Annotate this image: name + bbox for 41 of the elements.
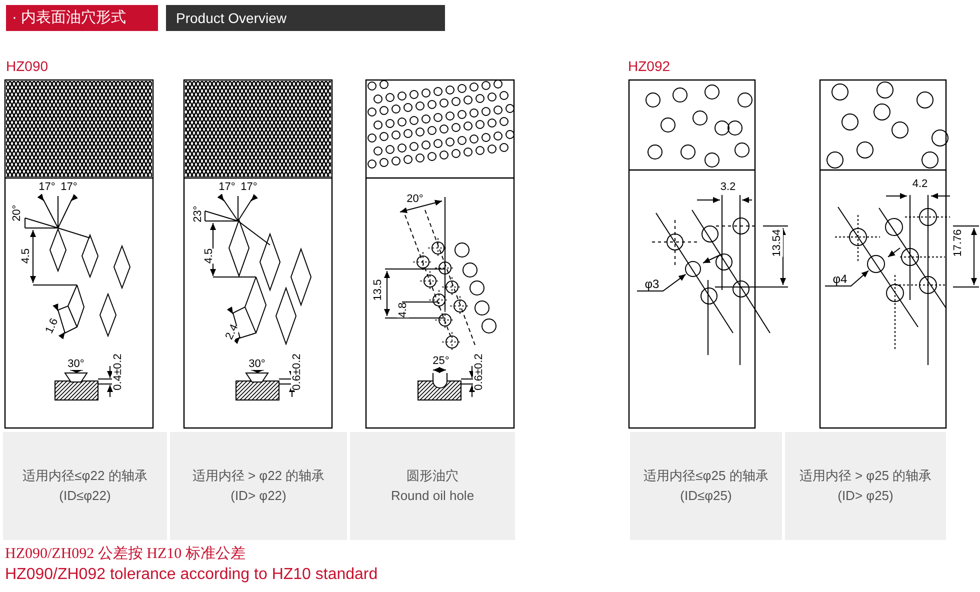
cell-text: 适用内径 > φ22 的轴承 (192, 467, 325, 485)
dimension-label: 0.6±0.2 (291, 354, 303, 390)
cell-text: (ID≤φ25) (680, 487, 732, 505)
cell-text: 适用内径≤φ22 的轴承 (22, 467, 148, 485)
dimension-label: 13.54 (771, 229, 783, 257)
dimension-label: 4.5 (203, 248, 215, 264)
dimension-label: 30° (248, 358, 266, 370)
cell-text: (ID> φ22) (230, 487, 286, 505)
diameter-label: φ3 (644, 278, 660, 290)
diameter-label: φ4 (832, 273, 848, 285)
dimension-label: 17° (38, 181, 56, 193)
dimension-label: 17.76 (952, 229, 964, 257)
dimension-label: 0.6±0.2 (473, 354, 485, 390)
dimension-label: 4.2 (912, 178, 928, 190)
cell-text: 适用内径 > φ25 的轴承 (799, 467, 932, 485)
dimension-label: 20° (11, 204, 23, 222)
section-tab: · 内表面油穴形式 (6, 5, 158, 31)
cell-text: 适用内径≤φ25 的轴承 (644, 467, 768, 485)
note-text: HZ090/ZH092 公差按 HZ10 标准公差 (5, 545, 246, 563)
note-text: HZ090/ZH092 tolerance according to HZ10 standard (5, 566, 378, 584)
dimension-label: 4.5 (20, 248, 32, 264)
dimension-label: 25° (432, 355, 450, 367)
model-label: HZ090 (6, 58, 48, 74)
dimension-label: 23° (192, 206, 204, 222)
dimension-label: 30° (68, 358, 84, 370)
leader-line (636, 274, 686, 292)
dimension-label: 20° (406, 193, 424, 205)
dimension-label: 17° (218, 181, 236, 193)
cell-text: 圆形油穴 (406, 467, 458, 485)
header-tab: Product Overview (166, 5, 445, 31)
dimension-label: 3.2 (720, 181, 736, 193)
leader-line (824, 270, 869, 286)
dimension-label: 4.8 (397, 302, 409, 318)
dimension-label: 0.4±0.2 (112, 354, 124, 390)
cell-text: Round oil hole (390, 487, 474, 505)
dimension-label: 13.5 (372, 279, 384, 301)
dimension-label: 17° (60, 181, 78, 193)
model-label: HZ092 (628, 58, 670, 74)
cell-text: (ID> φ25) (838, 487, 894, 505)
dimension-label: 17° (240, 181, 258, 193)
cell-text: (ID≤φ22) (59, 487, 111, 505)
